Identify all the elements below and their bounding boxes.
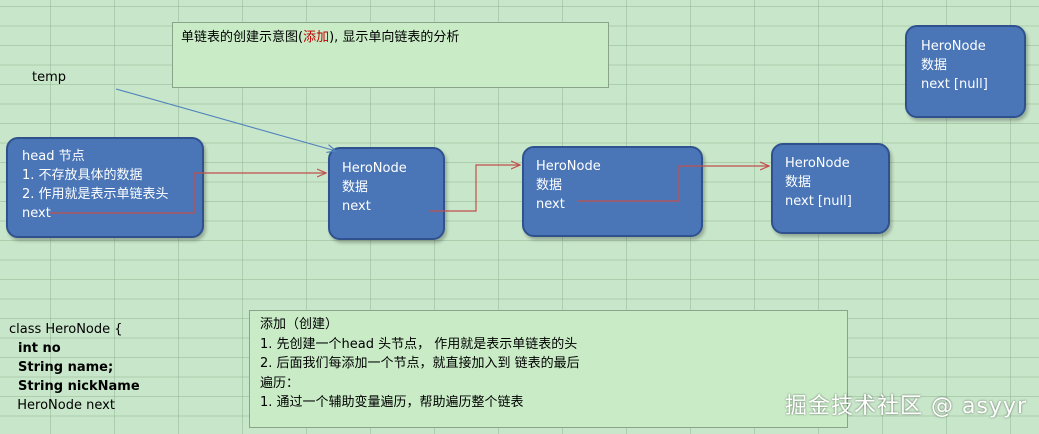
- head-node-next: next: [22, 206, 51, 221]
- desc-line-1: 添加（创建）: [260, 317, 339, 332]
- field-no: int no: [9, 341, 61, 356]
- hero-node-2-name: HeroNode: [536, 159, 601, 174]
- desc-line-4: 遍历：: [260, 375, 300, 391]
- hero-node-2-data: 数据: [536, 178, 563, 193]
- field-next: HeroNode next: [9, 398, 115, 413]
- field-nickname: String nickName: [9, 379, 140, 394]
- watermark: 掘金技术社区 @ asyyr: [784, 394, 1027, 419]
- hero-node-3: HeroNode 数据 next [null]: [771, 143, 890, 234]
- hero-node-1: HeroNode 数据 next: [328, 147, 445, 240]
- hero-node-new-next: next [null]: [921, 77, 988, 92]
- desc-line-5: 1. 通过一个辅助变量遍历，帮助遍历整个链表: [260, 395, 524, 411]
- diagram-title-note: 单链表的创建示意图(添加), 显示单向链表的分析: [172, 22, 609, 88]
- field-name: String name;: [9, 360, 114, 375]
- title-prefix: 单链表的创建示意图(: [181, 30, 304, 45]
- hero-node-3-next: next [null]: [785, 194, 852, 209]
- head-node-line-2: 2. 作用就是表示单链表头: [22, 187, 169, 202]
- head-node-line-1: 1. 不存放具体的数据: [22, 168, 143, 183]
- hero-node-3-data: 数据: [785, 175, 812, 190]
- description-note: 添加（创建） 1. 先创建一个head 头节点， 作用就是表示单链表的头 2. …: [249, 310, 848, 428]
- hero-node-1-data: 数据: [342, 180, 369, 195]
- title-suffix: ), 显示单向链表的分析: [329, 30, 460, 45]
- hero-node-new: HeroNode 数据 next [null]: [905, 25, 1026, 118]
- class-declaration: class HeroNode {: [9, 322, 123, 337]
- class-definition: class HeroNode { int no String name; Str…: [9, 320, 140, 415]
- head-node-title: head 节点: [22, 149, 85, 164]
- hero-node-2: HeroNode 数据 next: [522, 146, 703, 237]
- hero-node-1-name: HeroNode: [342, 161, 407, 176]
- hero-node-new-name: HeroNode: [921, 39, 986, 54]
- title-highlight: 添加: [303, 30, 330, 45]
- head-node: head 节点 1. 不存放具体的数据 2. 作用就是表示单链表头 next: [6, 137, 204, 238]
- desc-line-3: 2. 后面我们每添加一个节点，就直接加入到 链表的最后: [260, 356, 580, 372]
- hero-node-2-next: next: [536, 197, 565, 212]
- hero-node-3-name: HeroNode: [785, 156, 850, 171]
- temp-label: temp: [32, 70, 67, 85]
- hero-node-new-data: 数据: [921, 58, 948, 73]
- hero-node-1-next: next: [342, 199, 371, 214]
- desc-line-2: 1. 先创建一个head 头节点， 作用就是表示单链表的头: [260, 336, 578, 352]
